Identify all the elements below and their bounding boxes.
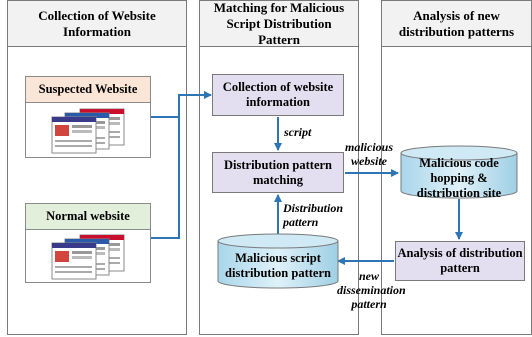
website-thumbnail-icon bbox=[51, 234, 125, 280]
analysis-box: Analysis of distribution pattern bbox=[395, 241, 525, 281]
normal-website-title: Normal website bbox=[26, 204, 150, 230]
matching-box: Distribution pattern matching bbox=[212, 152, 344, 193]
website-thumbnail-icon bbox=[51, 108, 125, 154]
script-label: script bbox=[284, 125, 312, 139]
panel-title: Matching for Malicious Script Distributi… bbox=[200, 0, 358, 47]
hopping-database-icon bbox=[400, 145, 518, 199]
panel-title: Collection of Website Information bbox=[8, 1, 186, 47]
suspected-to-collection-arrow bbox=[151, 91, 212, 118]
new-dissemination-label: new dissemination pattern bbox=[337, 269, 406, 311]
script-database-icon bbox=[217, 233, 339, 289]
suspected-website-card: Suspected Website bbox=[25, 76, 151, 158]
collection-box: Collection of website information bbox=[212, 74, 344, 116]
panel-title: Analysis of new distribution patterns bbox=[382, 1, 531, 47]
malicious-website-label: malicious website bbox=[344, 140, 393, 168]
script-database-label: Malicious script distribution pattern bbox=[225, 251, 331, 280]
suspected-website-title: Suspected Website bbox=[26, 77, 150, 103]
distribution-pattern-label: Distribution pattern bbox=[283, 201, 344, 229]
hopping-database-label: Malicious code hopping & distribution si… bbox=[416, 155, 502, 200]
normal-to-collection-arrow bbox=[151, 95, 180, 239]
normal-website-card: Normal website bbox=[25, 203, 151, 283]
